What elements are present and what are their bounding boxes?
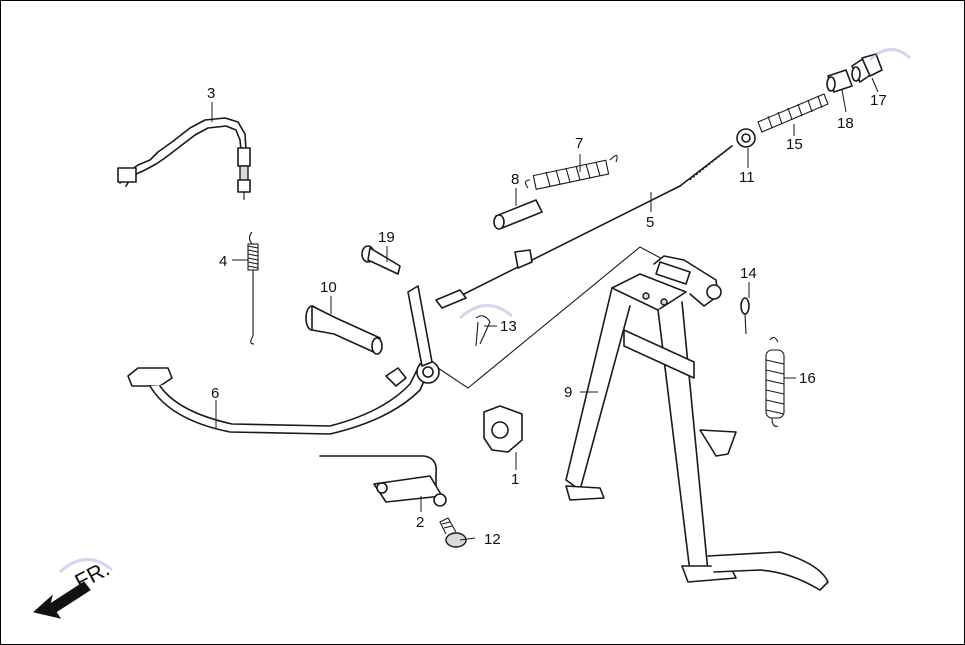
- callout-15: 15: [786, 136, 803, 153]
- part-7-spring[interactable]: [524, 154, 618, 190]
- callout-1: 1: [511, 471, 519, 488]
- callout-2: 2: [416, 514, 424, 531]
- callout-6: 6: [211, 385, 219, 402]
- part-17-nut[interactable]: [851, 53, 883, 83]
- callout-18: 18: [837, 115, 854, 132]
- leader-lines: [211, 77, 879, 541]
- callout-labels: 1 2 3 4 5 6 7 8 9 10 11 12 13 14 15 16 1…: [207, 85, 887, 548]
- front-arrow-icon: [32, 581, 91, 619]
- callout-5: 5: [646, 214, 654, 231]
- part-1-bushing[interactable]: [483, 405, 523, 453]
- part-11-washer[interactable]: [736, 128, 756, 148]
- part-14-cotter[interactable]: [740, 297, 750, 335]
- part-18-collar[interactable]: [826, 69, 853, 93]
- part-9-main-stand[interactable]: [565, 255, 829, 591]
- callout-19: 19: [378, 229, 395, 246]
- assembly-outline: [437, 246, 669, 389]
- part-13-cotter[interactable]: [475, 315, 491, 347]
- callout-3: 3: [207, 85, 215, 102]
- callout-10: 10: [320, 279, 337, 296]
- front-direction-indicator: FR.: [32, 556, 114, 619]
- part-4-spring[interactable]: [247, 231, 259, 345]
- callout-17: 17: [870, 92, 887, 109]
- part-8-sleeve[interactable]: [493, 199, 543, 230]
- part-3-switch[interactable]: [117, 117, 251, 200]
- watermark-logo: [58, 48, 912, 574]
- part-16-spring[interactable]: [765, 336, 785, 427]
- callout-14: 14: [740, 265, 757, 282]
- callout-13: 13: [500, 318, 517, 335]
- callout-11: 11: [739, 169, 755, 186]
- callout-7: 7: [575, 135, 583, 152]
- callout-16: 16: [799, 370, 816, 387]
- callout-12: 12: [484, 531, 501, 548]
- part-6-pedal[interactable]: [127, 285, 440, 435]
- part-5-rod[interactable]: [435, 145, 733, 309]
- callout-9: 9: [564, 384, 572, 401]
- callout-4: 4: [219, 253, 227, 270]
- part-19-pin[interactable]: [361, 245, 401, 275]
- part-15-spring[interactable]: [757, 93, 829, 133]
- callout-8: 8: [511, 171, 519, 188]
- part-10-shaft[interactable]: [305, 305, 383, 355]
- part-2-bracket[interactable]: [319, 455, 447, 507]
- part-12-bolt[interactable]: [439, 517, 467, 548]
